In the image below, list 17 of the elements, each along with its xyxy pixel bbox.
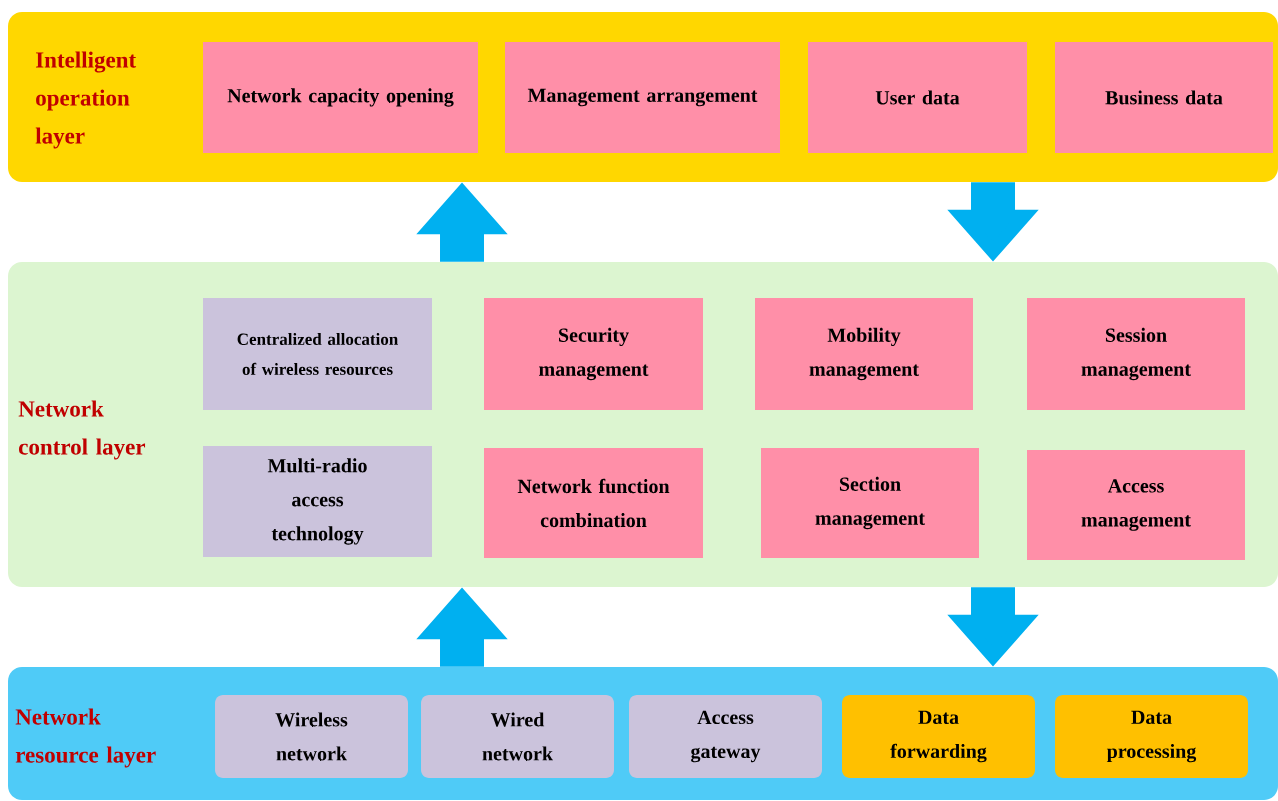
function-box: User data <box>808 42 1027 153</box>
function-box: Wired network <box>421 695 614 778</box>
function-box: Data processing <box>1055 695 1248 778</box>
function-box: Multi-radio access technology <box>203 446 432 557</box>
function-box: Security management <box>484 298 703 410</box>
function-box: Network function combination <box>484 448 703 558</box>
function-box: Access management <box>1027 450 1245 560</box>
function-box: Access gateway <box>629 695 822 778</box>
function-box: Management arrangement <box>505 42 780 153</box>
function-box: Network capacity opening <box>203 42 478 153</box>
function-box: Session management <box>1027 298 1245 410</box>
function-box: Wireless network <box>215 695 408 778</box>
function-box: Business data <box>1055 42 1273 153</box>
function-box: Centralized allocation of wireless resources <box>203 298 432 410</box>
function-box: Mobility management <box>755 298 973 410</box>
function-box: Section management <box>761 448 979 558</box>
function-box: Data forwarding <box>842 695 1035 778</box>
